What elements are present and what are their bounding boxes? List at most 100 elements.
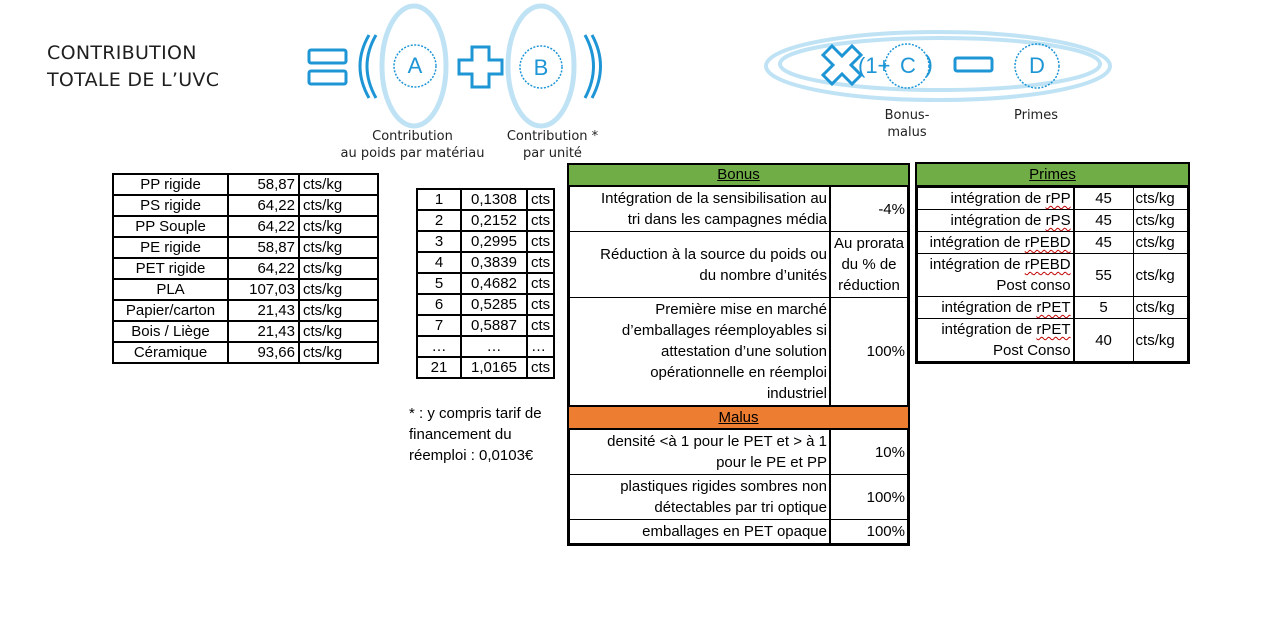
circle-d-icon [1014, 43, 1060, 89]
unit-value: 0,2995 [460, 230, 528, 253]
prime-value: 45 [1073, 187, 1134, 210]
primes-header: Primes [917, 164, 1188, 187]
material-value: 64,22 [227, 194, 300, 217]
multiply-icon [820, 43, 864, 87]
material-name: Bois / Liège [112, 320, 229, 343]
material-unit: cts/kg [298, 236, 379, 259]
prime-value: 40 [1073, 318, 1134, 362]
prime-label: intégration de rPET [916, 296, 1075, 319]
parenthesis-right-icon [583, 34, 602, 99]
malus-value: 10% [829, 429, 908, 475]
unit-count: 6 [416, 293, 462, 316]
material-value: 21,43 [227, 320, 300, 343]
prime-value: 45 [1073, 209, 1134, 232]
material-unit: cts/kg [298, 173, 379, 196]
material-name: Céramique [112, 341, 229, 364]
unit-value: 0,4682 [460, 272, 528, 295]
material-unit: cts/kg [298, 320, 379, 343]
unit-unit: … [525, 335, 556, 358]
bonus-malus-table: Bonus Intégration de la sensibilisation … [567, 163, 910, 546]
unit-value: … [460, 335, 528, 358]
unit-row: ……… [416, 335, 556, 358]
unit-value: 0,3839 [460, 251, 528, 274]
unit-unit: cts [525, 356, 556, 379]
unit-unit: cts [525, 293, 556, 316]
malus-header: Malus [569, 406, 908, 429]
prime-unit: cts/kg [1132, 187, 1189, 210]
unit-count: 5 [416, 272, 462, 295]
prime-unit: cts/kg [1132, 296, 1189, 319]
title-line-2: TOTALE DE L’UVC [47, 69, 220, 91]
malus-value: 100% [829, 474, 908, 520]
page-title: CONTRIBUTION TOTALE DE L’UVC [47, 40, 219, 94]
material-unit: cts/kg [298, 257, 379, 280]
letter-c: C [900, 53, 916, 78]
prime-value: 45 [1073, 231, 1134, 254]
material-unit: cts/kg [298, 215, 379, 238]
circle-c-icon [884, 43, 930, 89]
unit-value: 0,2152 [460, 209, 528, 232]
unit-value: 1,0165 [460, 356, 528, 379]
prime-label: intégration de rPS [916, 209, 1075, 232]
prime-value: 55 [1073, 253, 1134, 297]
equals-icon [307, 48, 348, 86]
unit-unit: cts [525, 314, 556, 337]
unit-count: 7 [416, 314, 462, 337]
prime-value: 5 [1073, 296, 1134, 319]
material-name: PLA [112, 278, 229, 301]
letter-a: A [407, 53, 423, 78]
unit-count: … [416, 335, 462, 358]
material-value: 21,43 [227, 299, 300, 322]
material-name: PE rigide [112, 236, 229, 259]
plus-icon [457, 45, 504, 89]
caption-c: Bonus- malus [884, 108, 930, 140]
circle-a-icon [379, 3, 449, 129]
unit-unit: cts [525, 272, 556, 295]
material-unit: cts/kg [298, 299, 379, 322]
malus-value: 100% [829, 519, 908, 544]
parenthesis-left-icon [358, 34, 378, 99]
unit-unit: cts [525, 230, 556, 253]
bonus-header: Bonus [569, 165, 908, 186]
prime-unit: cts/kg [1132, 209, 1189, 232]
title-line-1: CONTRIBUTION [47, 42, 197, 64]
caption-a: Contribution au poids par matériau [340, 129, 485, 161]
material-value: 93,66 [227, 341, 300, 364]
material-value: 58,87 [227, 236, 300, 259]
material-value: 64,22 [227, 215, 300, 238]
unit-count: 3 [416, 230, 462, 253]
unit-value: 0,1308 [460, 188, 528, 211]
unit-count: 2 [416, 209, 462, 232]
malus-description: emballages en PET opaque [569, 519, 831, 544]
material-name: PP Souple [112, 215, 229, 238]
material-unit: cts/kg [298, 278, 379, 301]
material-name: PS rigide [112, 194, 229, 217]
material-value: 107,03 [227, 278, 300, 301]
material-value: 58,87 [227, 173, 300, 196]
